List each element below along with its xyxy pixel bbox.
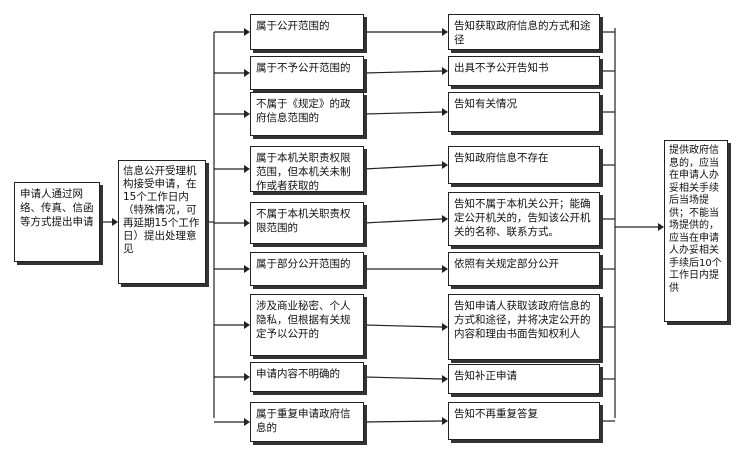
action-text: 告知有关情况	[454, 98, 517, 110]
branch-connectors	[214, 28, 615, 426]
condition-text: 属于不予公开范围的	[256, 62, 351, 74]
condition-text: 不属于《规定》的政府信息范围的	[256, 98, 351, 124]
condition-text: 属于公开范围的	[256, 20, 330, 32]
action-text: 依照有关规定部分公开	[454, 258, 559, 270]
condition-text: 涉及商业秘密、个人隐私，但根据有关规定予以公开的	[256, 300, 351, 340]
action-text: 告知政府信息不存在	[454, 152, 549, 164]
action-text: 告知获取政府信息的方式和途径	[454, 20, 591, 46]
applicant-box: 申请人通过网络、传真、信函等方式提出申请	[14, 182, 100, 262]
condition-box: 属于部分公开范围的	[250, 252, 364, 286]
arrow-head	[442, 28, 448, 36]
applicant-text: 申请人通过网络、传真、信函等方式提出申请	[20, 188, 94, 228]
arrow-head	[244, 418, 250, 426]
condition-box: 属于不予公开范围的	[250, 56, 364, 90]
action-text: 告知补正申请	[454, 370, 517, 382]
arrow-head	[112, 218, 118, 226]
condition-box: 属于本机关职责权限范围，但本机关未制作或者获取的	[250, 146, 364, 192]
action-box: 告知获取政府信息的方式和途径	[448, 14, 600, 50]
condition-text: 属于本机关职责权限范围，但本机关未制作或者获取的	[256, 152, 351, 192]
arrow-head	[442, 161, 448, 169]
arrow-head	[442, 417, 448, 425]
arrow-head	[244, 69, 250, 77]
action-box: 出具不予公开告知书	[448, 56, 600, 86]
arrow-head	[442, 108, 448, 116]
action-text: 告知申请人获取该政府信息的方式和途径，并将决定公开的内容和理由书面告知权利人	[454, 300, 591, 340]
condition-box: 不属于《规定》的政府信息范围的	[250, 92, 364, 136]
condition-box: 申请内容不明确的	[250, 362, 364, 392]
final-text: 提供政府信息的，应当在申请人办妥相关手续后当场提供；不能当场提供的，应当在申请人…	[669, 145, 722, 294]
action-text: 出具不予公开告知书	[454, 62, 549, 74]
arrow-head	[658, 223, 664, 231]
condition-text: 不属于本机关职责权限范围的	[256, 208, 351, 234]
connector-condition-action	[363, 111, 443, 115]
connector-condition-action	[363, 164, 443, 170]
arrow-head	[244, 165, 250, 173]
action-box: 告知不属于本机关公开；能确定公开机关的，告知该公开机关的名称、联系方式。	[448, 192, 600, 246]
condition-text: 属于重复申请政府信息的	[256, 408, 351, 434]
action-box: 告知申请人获取该政府信息的方式和途径，并将决定公开的内容和理由书面告知权利人	[448, 294, 600, 360]
connector-condition-action	[363, 218, 443, 224]
intake-text: 信息公开受理机构接受申请，在15个工作日内（特殊情况，可再延期15个工作日）提出…	[123, 165, 200, 255]
arrow-head	[244, 28, 250, 36]
action-box: 告知不再重复答复	[448, 402, 600, 440]
arrow-head	[244, 373, 250, 381]
condition-text: 属于部分公开范围的	[256, 258, 351, 270]
condition-box: 属于公开范围的	[250, 14, 364, 50]
arrow-head	[442, 265, 448, 273]
action-box: 依照有关规定部分公开	[448, 252, 600, 286]
connector-condition-action	[363, 376, 443, 380]
action-box: 告知有关情况	[448, 92, 600, 132]
action-box: 告知政府信息不存在	[448, 146, 600, 184]
final-box: 提供政府信息的，应当在申请人办妥相关手续后当场提供；不能当场提供的，应当在申请人…	[664, 140, 728, 322]
connector-condition-action	[363, 324, 443, 328]
arrow-head	[244, 321, 250, 329]
action-text: 告知不再重复答复	[454, 408, 538, 420]
arrow-head	[244, 219, 250, 227]
arrow-head	[442, 323, 448, 331]
arrow-head	[442, 375, 448, 383]
action-text: 告知不属于本机关公开；能确定公开机关的，告知该公开机关的名称、联系方式。	[454, 198, 591, 238]
arrow-head	[442, 215, 448, 223]
connector-condition-action	[363, 420, 443, 423]
condition-text: 申请内容不明确的	[256, 368, 340, 380]
arrow-head	[442, 67, 448, 75]
action-box: 告知补正申请	[448, 364, 600, 394]
condition-box: 不属于本机关职责权限范围的	[250, 202, 364, 244]
arrow-head	[244, 265, 250, 273]
condition-box: 涉及商业秘密、个人隐私，但根据有关规定予以公开的	[250, 294, 364, 356]
intake-box: 信息公开受理机构接受申请，在15个工作日内（特殊情况，可再延期15个工作日）提出…	[118, 160, 206, 284]
connector-condition-action	[363, 70, 443, 74]
condition-box: 属于重复申请政府信息的	[250, 402, 364, 442]
arrow-head	[244, 110, 250, 118]
